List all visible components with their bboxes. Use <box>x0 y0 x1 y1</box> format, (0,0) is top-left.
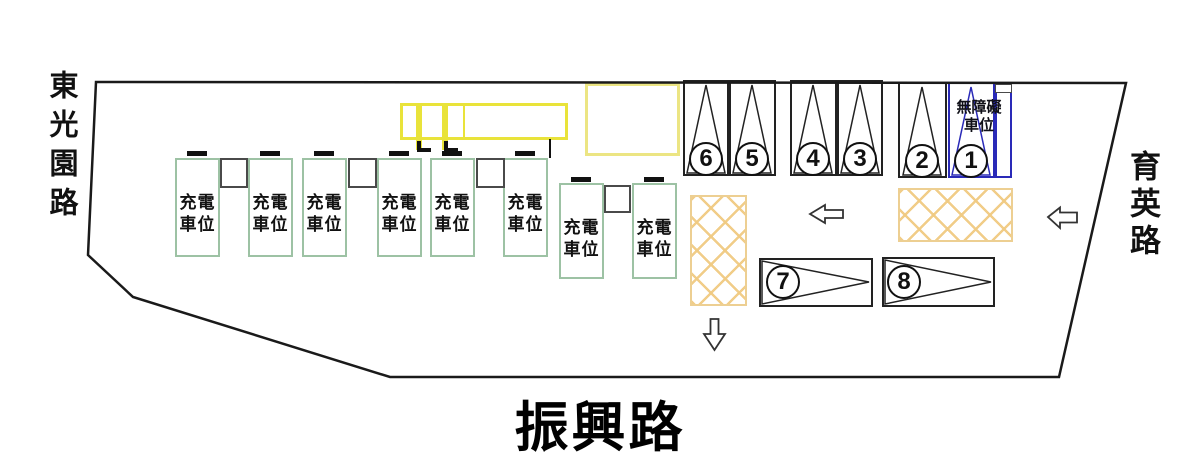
charging-space-label: 充電 車位 <box>563 218 600 259</box>
charging-space-label: 充電 車位 <box>306 193 343 234</box>
charging-space-label: 充電 車位 <box>179 193 216 234</box>
charging-space-7: 充電 車位 <box>559 183 604 279</box>
no-parking-hatch-horizontal <box>898 188 1013 242</box>
charger-cabinet-2 <box>348 158 377 188</box>
canopy-pillar <box>442 103 448 150</box>
stall-number-7: 7 <box>766 265 800 299</box>
charging-space-1: 充電 車位 <box>175 158 220 257</box>
stall-number-5: 5 <box>735 142 769 176</box>
wheel-stop-bar <box>187 151 207 156</box>
road-label-west: 東光園路 <box>45 70 77 226</box>
charging-space-label: 充電 車位 <box>434 193 471 234</box>
charging-space-label: 充電 車位 <box>381 193 418 234</box>
charging-space-5: 充電 車位 <box>430 158 475 257</box>
canopy-pillar <box>416 103 422 150</box>
accessible-space-label: 無障礙 車位 <box>956 99 1002 134</box>
charging-space-6: 充電 車位 <box>503 158 548 257</box>
charger-cabinet-4 <box>604 185 631 213</box>
wheel-stop-bar <box>644 177 664 182</box>
charging-space-8: 充電 車位 <box>632 183 677 279</box>
wheel-stop-bar <box>515 151 535 156</box>
stall-number-6: 6 <box>689 142 723 176</box>
wheel-stop-bar <box>260 151 280 156</box>
flow-left-arrow-icon <box>1046 205 1078 231</box>
charging-space-label: 充電 車位 <box>636 218 673 259</box>
charging-space-label: 充電 車位 <box>252 193 289 234</box>
flow-left-arrow-icon <box>808 203 844 225</box>
charger-cabinet-1 <box>220 158 248 188</box>
wheel-stop-bar <box>314 151 334 156</box>
stall-number-4: 4 <box>796 142 830 176</box>
charging-space-4: 充電 車位 <box>377 158 422 257</box>
wheel-stop-bar <box>442 151 462 156</box>
charging-space-label: 充電 車位 <box>507 193 544 234</box>
wheel-stop-bar <box>571 177 591 182</box>
building-outline <box>585 83 680 156</box>
canopy-divider-line <box>463 103 465 140</box>
flow-down-arrow-icon <box>702 318 727 352</box>
accessible-lane-endbox <box>995 84 1012 93</box>
no-parking-hatch-vertical <box>690 195 747 306</box>
wheel-stop-bar <box>389 151 409 156</box>
canopy-structure-outline <box>400 103 568 140</box>
stall-number-3: 3 <box>843 142 877 176</box>
stall-number-2: 2 <box>905 144 939 178</box>
road-label-east: 育英路 <box>1125 150 1160 261</box>
road-label-south: 振興路 <box>514 398 686 458</box>
charging-space-3: 充電 車位 <box>302 158 347 257</box>
stall-number-1: 1 <box>954 144 988 178</box>
charger-cabinet-3 <box>476 158 505 188</box>
stall-number-8: 8 <box>887 265 921 299</box>
charging-space-2: 充電 車位 <box>248 158 293 257</box>
